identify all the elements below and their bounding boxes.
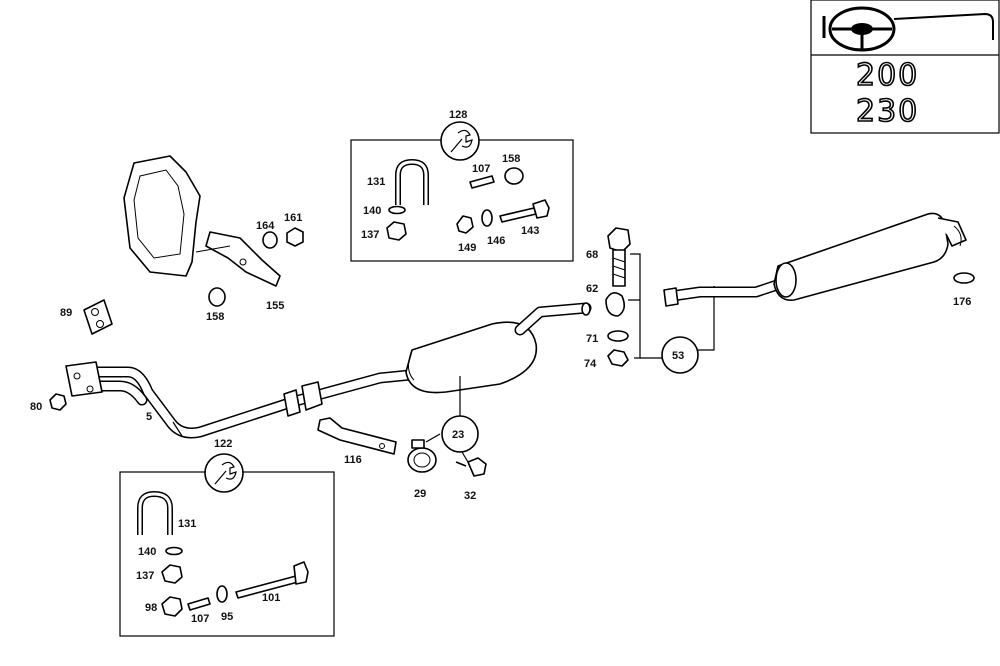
part-label-158: 158 <box>206 311 224 323</box>
callout-circle-23 <box>441 415 479 453</box>
part-label-158: 158 <box>502 153 520 165</box>
part-label-107: 107 <box>472 163 490 175</box>
clamp-kit-122: 122 131 140 137 98 107 95 101 <box>119 438 335 637</box>
part-label-5: 5 <box>146 411 152 423</box>
part-label-80: 80 <box>30 401 42 413</box>
part-label-146: 146 <box>487 235 505 247</box>
callout-23: 23 <box>452 429 464 441</box>
part-label-101: 101 <box>262 592 280 604</box>
part-label-149: 149 <box>458 242 476 254</box>
part-label-140: 140 <box>138 546 156 558</box>
part-label-176: 176 <box>953 296 971 308</box>
front-pipe-5: 5 80 <box>30 361 298 439</box>
part-label-131: 131 <box>178 518 196 530</box>
part-label-164: 164 <box>256 220 275 232</box>
part-label-95: 95 <box>221 611 233 623</box>
part-label-155: 155 <box>266 300 284 312</box>
part-label-137: 137 <box>361 229 379 241</box>
steering-wheel-logo <box>822 6 994 52</box>
part-label-143: 143 <box>521 225 539 237</box>
callout-circle-53 <box>661 336 699 374</box>
hanger-group-53: 68 62 71 74 53 <box>584 227 715 374</box>
clamp-kit-128: 128 131 140 137 107 158 149 146 143 <box>350 109 574 262</box>
part-label-131: 131 <box>367 176 385 188</box>
callout-122: 122 <box>214 438 232 450</box>
part-label-116: 116 <box>344 454 362 466</box>
part-label-62: 62 <box>586 283 598 295</box>
clamp-group-23: 23 29 32 <box>407 376 487 502</box>
transmission-bracket-155: 155 164 161 158 <box>123 155 304 323</box>
part-label-107: 107 <box>191 613 209 625</box>
part-label-32: 32 <box>464 490 476 502</box>
part-label-71: 71 <box>586 333 598 345</box>
part-label-74: 74 <box>584 358 597 370</box>
model-logo-box: 200 230 <box>810 0 1000 134</box>
bracket-116: 116 <box>317 417 397 466</box>
rear-muffler: 176 <box>663 212 975 308</box>
part-label-68: 68 <box>586 249 598 261</box>
model-label-230: 230 <box>856 94 919 129</box>
middle-silencer <box>283 302 592 417</box>
callout-53: 53 <box>672 350 684 362</box>
part-label-137: 137 <box>136 570 154 582</box>
part-label-140: 140 <box>363 205 381 217</box>
part-label-89: 89 <box>60 307 72 319</box>
part-label-161: 161 <box>284 212 302 224</box>
part-label-29: 29 <box>414 488 426 500</box>
callout-128: 128 <box>449 109 467 121</box>
gasket-89: 89 <box>60 299 113 335</box>
model-label-200: 200 <box>856 58 919 93</box>
part-label-98: 98 <box>145 602 157 614</box>
